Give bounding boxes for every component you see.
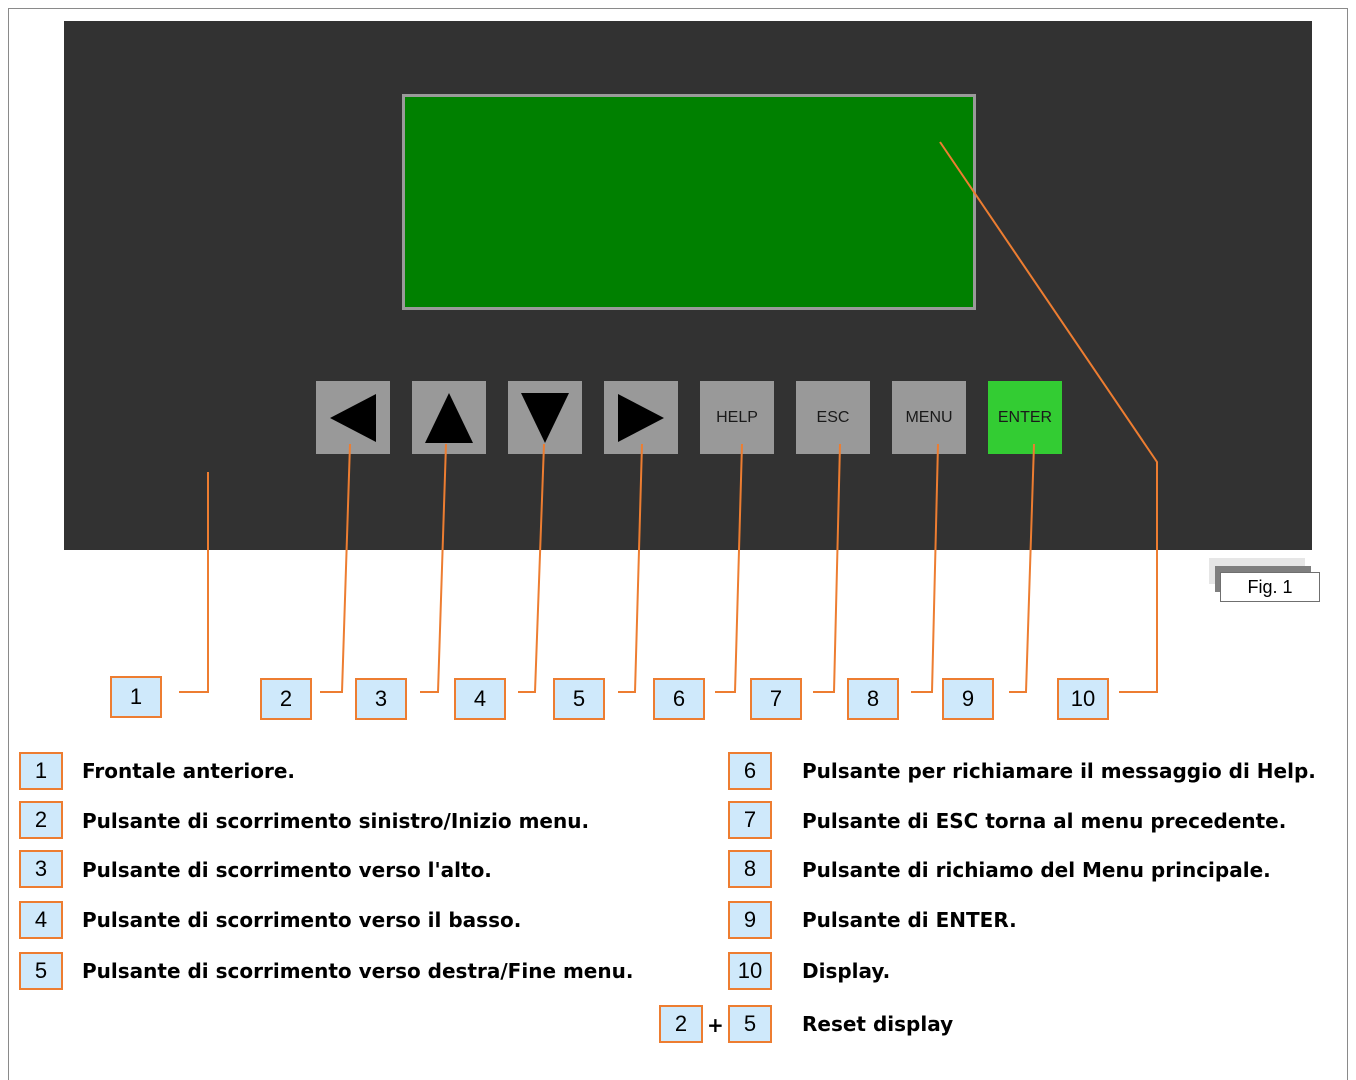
legend-text-1: Frontale anteriore. — [82, 759, 296, 783]
menu-button[interactable]: MENU — [892, 381, 966, 454]
callout-8: 8 — [847, 678, 899, 720]
figure-label: Fig. 1 — [1220, 572, 1320, 602]
legend-num-3: 3 — [19, 850, 63, 888]
combo-text: Reset display — [802, 1012, 954, 1036]
legend-text-5: Pulsante di scorrimento verso destra/Fin… — [82, 959, 634, 983]
combo-plus: + — [707, 1013, 724, 1037]
esc-button[interactable]: ESC — [796, 381, 870, 454]
up-arrow-icon — [425, 392, 473, 443]
callout-9: 9 — [942, 678, 994, 720]
up-arrow-button[interactable] — [412, 381, 486, 454]
legend-text-9: Pulsante di ENTER. — [802, 908, 1017, 932]
legend-text-3: Pulsante di scorrimento verso l'alto. — [82, 858, 492, 882]
legend-text-4: Pulsante di scorrimento verso il basso. — [82, 908, 522, 932]
legend-num-4: 4 — [19, 901, 63, 939]
figure-frame — [8, 8, 1348, 1080]
enter-button[interactable]: ENTER — [988, 381, 1062, 454]
left-arrow-icon — [330, 393, 376, 442]
callout-10: 10 — [1057, 678, 1109, 720]
callout-4: 4 — [454, 678, 506, 720]
legend-num-5: 5 — [19, 952, 63, 990]
legend-num-2: 2 — [19, 801, 63, 839]
callout-7: 7 — [750, 678, 802, 720]
callout-2: 2 — [260, 678, 312, 720]
legend-num-1: 1 — [19, 752, 63, 790]
combo-num-b: 5 — [728, 1005, 772, 1043]
legend-text-10: Display. — [802, 959, 891, 983]
legend-num-10: 10 — [728, 952, 772, 990]
down-arrow-button[interactable] — [508, 381, 582, 454]
help-button[interactable]: HELP — [700, 381, 774, 454]
combo-num-a: 2 — [659, 1005, 703, 1043]
lcd-display — [402, 94, 976, 310]
legend-num-6: 6 — [728, 752, 772, 790]
legend-num-7: 7 — [728, 801, 772, 839]
legend-text-6: Pulsante per richiamare il messaggio di … — [802, 759, 1316, 783]
callout-6: 6 — [653, 678, 705, 720]
legend-num-9: 9 — [728, 901, 772, 939]
left-arrow-button[interactable] — [316, 381, 390, 454]
legend-text-7: Pulsante di ESC torna al menu precedente… — [802, 809, 1287, 833]
right-arrow-button[interactable] — [604, 381, 678, 454]
legend-num-8: 8 — [728, 850, 772, 888]
down-arrow-icon — [521, 392, 569, 443]
callout-5: 5 — [553, 678, 605, 720]
callout-3: 3 — [355, 678, 407, 720]
callout-1: 1 — [110, 676, 162, 718]
legend-text-2: Pulsante di scorrimento sinistro/Inizio … — [82, 809, 590, 833]
right-arrow-icon — [618, 393, 664, 442]
legend-text-8: Pulsante di richiamo del Menu principale… — [802, 858, 1271, 882]
